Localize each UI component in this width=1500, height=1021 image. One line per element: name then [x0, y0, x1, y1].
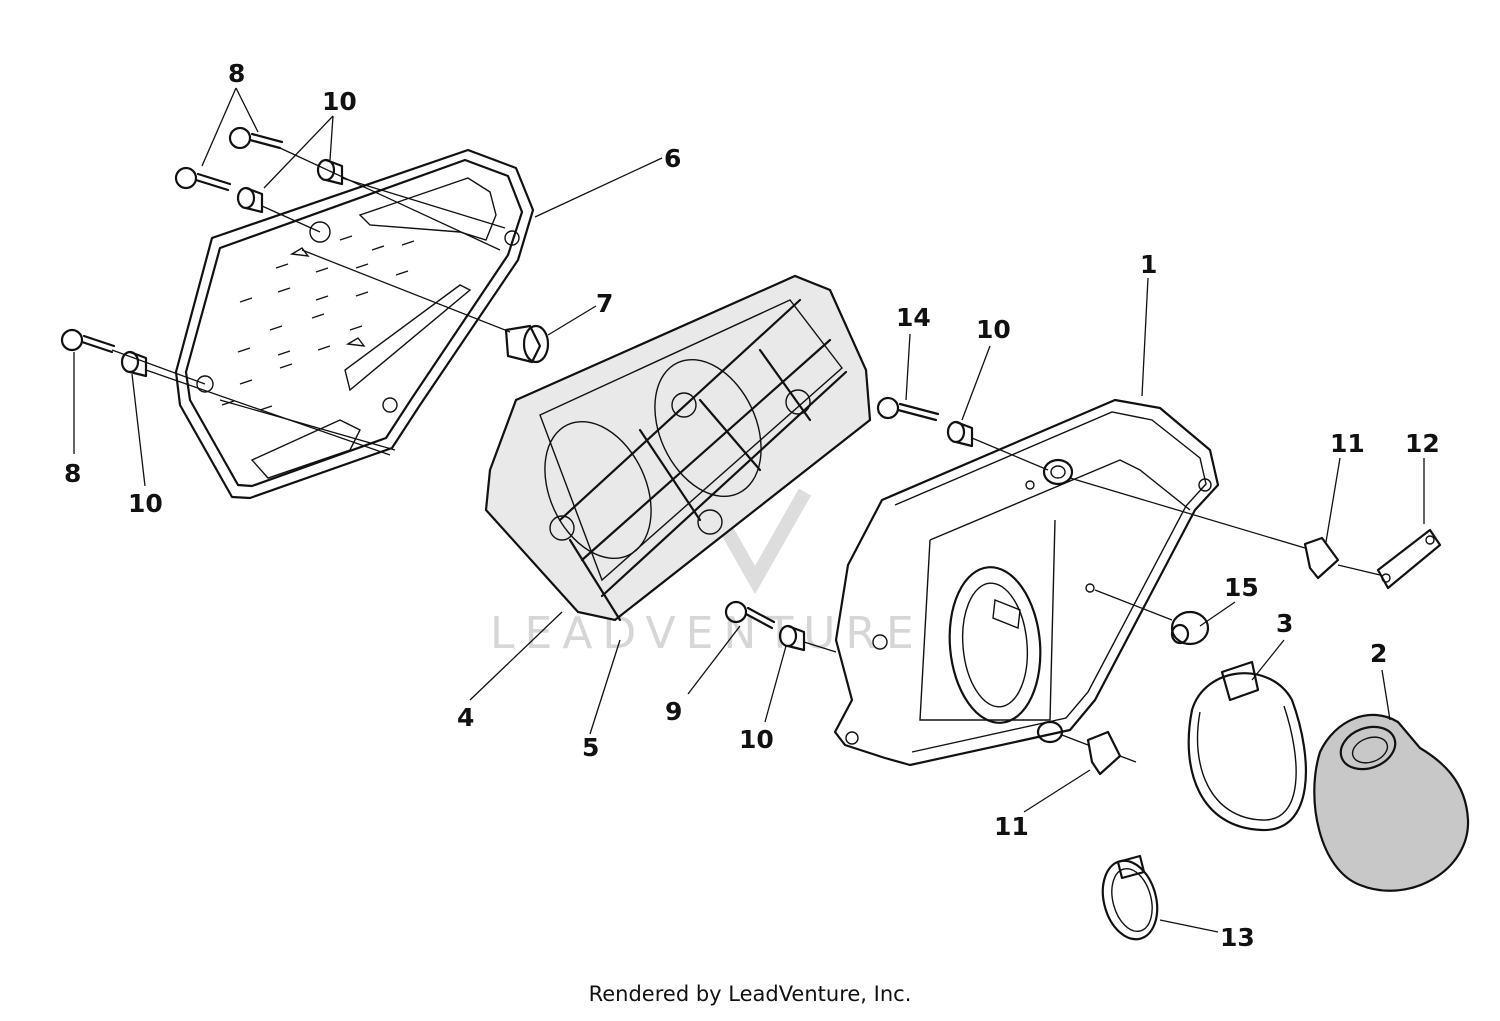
screw-8-left — [60, 328, 116, 354]
washer-10-top — [316, 158, 344, 186]
callout-11-bottom: 11 — [994, 812, 1029, 841]
callout-8-top: 8 — [228, 59, 245, 88]
callouts: 8 10 6 7 8 10 1 14 10 11 12 15 3 2 4 5 9… — [64, 59, 1440, 952]
washer-10-bottom — [778, 624, 806, 652]
callout-3: 3 — [1276, 609, 1293, 638]
watermark-text: LEADVENTURE — [490, 608, 924, 659]
screw-8-top — [228, 126, 284, 150]
callout-10-left: 10 — [128, 489, 163, 518]
callout-12: 12 — [1405, 429, 1440, 458]
part-13-small-clamp — [1101, 854, 1159, 941]
part-12-strap — [1376, 528, 1442, 590]
washer-10-right — [946, 420, 974, 448]
part-2-boot — [1313, 713, 1470, 892]
part-15-grommet — [1170, 610, 1210, 646]
part-1-housing — [833, 398, 1220, 767]
part-11-clip-top — [1303, 536, 1340, 580]
callout-4: 4 — [457, 703, 474, 732]
callout-6: 6 — [664, 144, 681, 173]
screw-9 — [724, 600, 776, 630]
callout-8-left: 8 — [64, 459, 81, 488]
callout-10-right: 10 — [976, 315, 1011, 344]
part-4-5-filter — [484, 274, 872, 622]
leader-lines — [73, 87, 1425, 933]
callout-5: 5 — [582, 733, 599, 762]
footer-credit: Rendered by LeadVenture, Inc. — [588, 982, 912, 1006]
callout-10-bottom: 10 — [739, 725, 774, 754]
callout-13: 13 — [1220, 923, 1255, 952]
callout-1: 1 — [1140, 250, 1157, 279]
part-3-clamp — [1187, 660, 1307, 832]
callout-15: 15 — [1224, 573, 1259, 602]
screws-and-washers — [60, 126, 974, 652]
callout-2: 2 — [1370, 639, 1387, 668]
part-6-cover — [174, 148, 535, 500]
callout-7: 7 — [596, 289, 613, 318]
part-7-plug — [504, 324, 550, 364]
callout-9: 9 — [665, 697, 682, 726]
washer-10-left — [120, 350, 148, 378]
screw-14 — [876, 396, 940, 422]
washer-10-top-left — [236, 186, 264, 214]
screw-8-left-top — [174, 166, 232, 192]
callout-10-top: 10 — [322, 87, 357, 116]
callout-11-top: 11 — [1330, 429, 1365, 458]
callout-14: 14 — [896, 303, 931, 332]
part-11-clip-bottom — [1086, 730, 1122, 776]
